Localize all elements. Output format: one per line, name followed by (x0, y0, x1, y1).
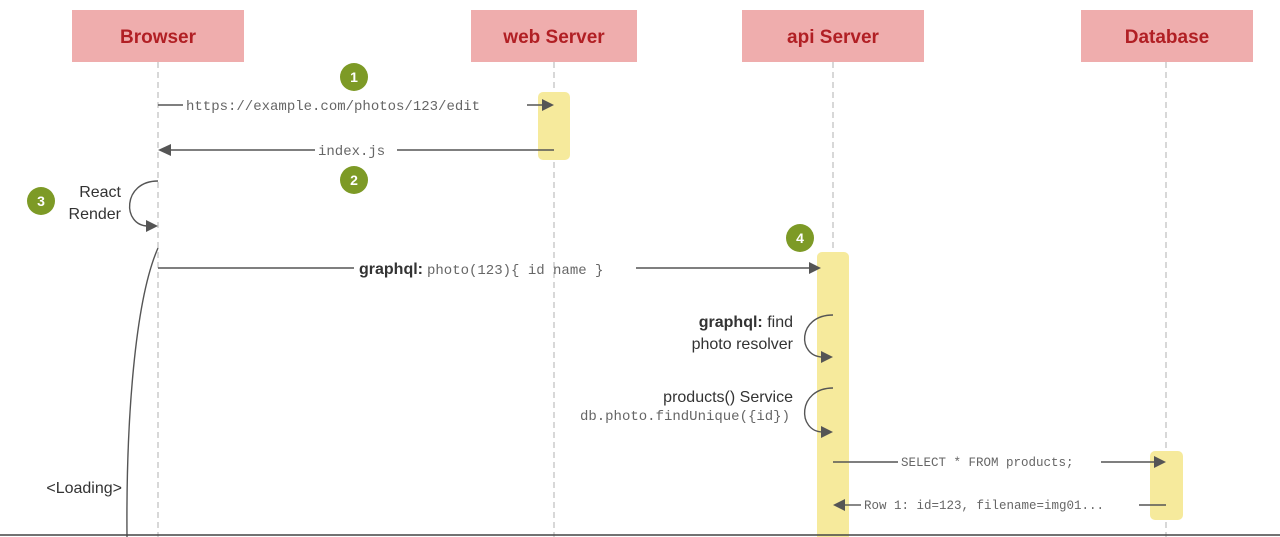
message-response-index: index.js (158, 144, 554, 160)
participant-api-server: api Server (742, 10, 924, 62)
step-badge-1: 1 (340, 63, 368, 91)
graphql-keyword: graphql: (359, 261, 423, 278)
graphql-query: photo(123){ id name } (427, 263, 603, 279)
participant-database: Database (1081, 10, 1253, 62)
message-label: index.js (318, 144, 385, 160)
step-badge-4: 4 (786, 224, 814, 252)
activation-api-server (817, 252, 849, 537)
message-sql-query: SELECT * FROM products; (833, 456, 1166, 470)
note-label: Render (69, 206, 122, 223)
participant-web-server: web Server (471, 10, 637, 62)
note-label: photo resolver (692, 336, 794, 353)
step-number: 4 (796, 230, 804, 246)
graphql-keyword: graphql: (699, 314, 763, 331)
participant-label: Browser (120, 27, 197, 48)
self-call-react-render: React Render (69, 180, 159, 232)
note-label: db.photo.findUnique({id}) (580, 409, 790, 425)
message-label: Row 1: id=123, filename=img01... (864, 499, 1104, 513)
note-text: find (763, 314, 793, 331)
message-label: SELECT * FROM products; (901, 456, 1074, 470)
activation-database (1150, 451, 1183, 520)
message-graphql-query: graphql:photo(123){ id name } (158, 261, 821, 279)
step-number: 2 (350, 172, 358, 188)
message-request-url: https://example.com/photos/123/edit (158, 99, 554, 115)
step-number: 1 (350, 69, 358, 85)
participant-label: Database (1125, 27, 1210, 48)
note-label: graphql: find (699, 314, 793, 331)
step-badge-2: 2 (340, 166, 368, 194)
message-sql-result: Row 1: id=123, filename=img01... (833, 499, 1166, 513)
self-call-find-resolver: graphql: find photo resolver (692, 314, 834, 363)
message-label: https://example.com/photos/123/edit (186, 99, 480, 115)
self-call-products-service: products() Service db.photo.findUnique({… (580, 387, 834, 438)
participant-browser: Browser (72, 10, 244, 62)
note-label: products() Service (663, 389, 793, 406)
step-badge-3: 3 (27, 187, 55, 215)
loading-label: <Loading> (46, 480, 122, 497)
step-number: 3 (37, 193, 45, 209)
loading-indicator: <Loading> (46, 247, 159, 537)
participant-label: api Server (787, 27, 879, 48)
message-label: graphql:photo(123){ id name } (359, 261, 603, 279)
note-label: React (79, 184, 121, 201)
participant-label: web Server (502, 27, 605, 48)
